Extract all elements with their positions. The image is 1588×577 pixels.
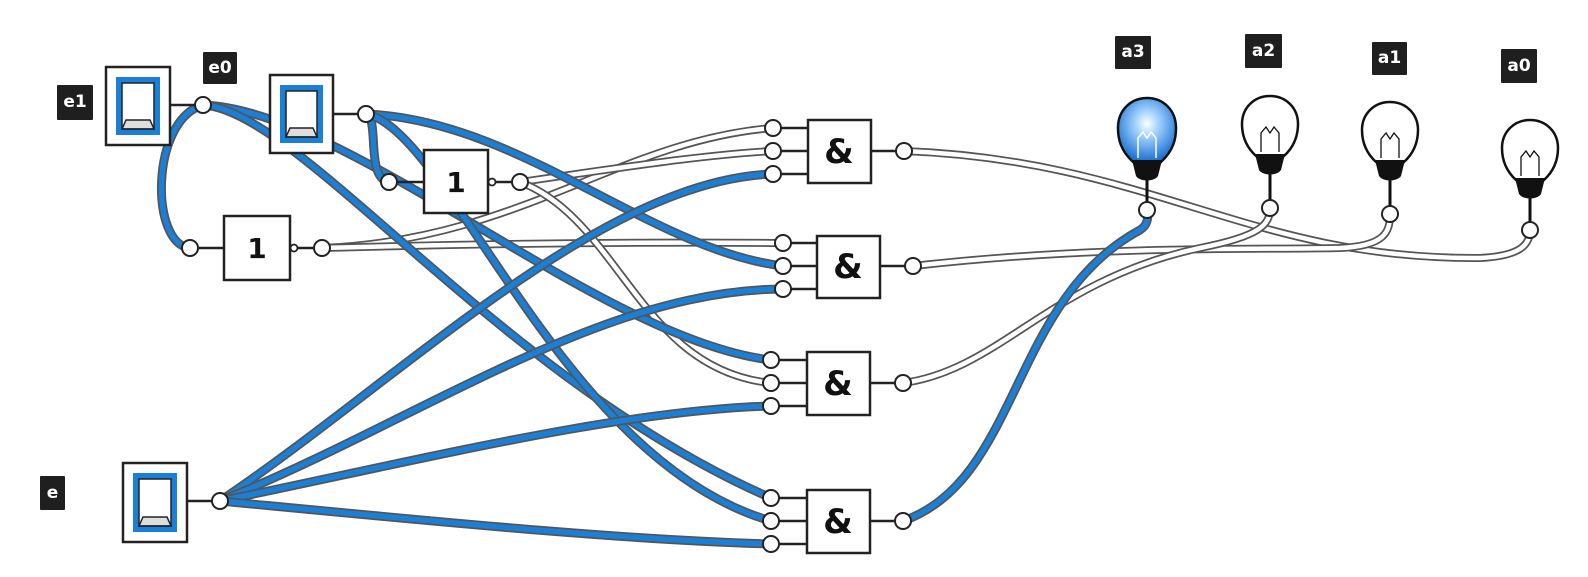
- label-e1: e1: [57, 85, 93, 120]
- not-gate-symbol: 1: [247, 232, 266, 265]
- label-a0: a0: [1501, 49, 1537, 83]
- and-gate-symbol: &: [824, 132, 854, 172]
- and-gate-0: &: [764, 118, 913, 185]
- switch-e1[interactable]: [104, 65, 212, 147]
- switch-e0[interactable]: [268, 73, 375, 155]
- and-gate-3: &: [762, 488, 912, 555]
- and-gate-symbol: &: [833, 247, 863, 287]
- label-e: e: [40, 476, 65, 510]
- label-e0: e0: [203, 52, 237, 84]
- wires: [156, 100, 1534, 549]
- label-a3: a3: [1115, 36, 1151, 69]
- lamp-a3: [1116, 96, 1178, 219]
- and-gate-2: &: [762, 350, 912, 417]
- lamp-a2: [1240, 94, 1300, 217]
- lamp-a1: [1360, 100, 1420, 223]
- label-a1: a1: [1372, 42, 1407, 75]
- and-gate-symbol: &: [823, 364, 853, 404]
- and-gate-1: &: [774, 234, 922, 300]
- not-gate-symbol: 1: [446, 166, 465, 199]
- lamp-a0: [1500, 118, 1560, 239]
- not-gate-0: 1: [181, 214, 331, 282]
- active-wires: [156, 100, 1153, 549]
- and-gate-symbol: &: [823, 502, 853, 542]
- label-a2: a2: [1245, 34, 1282, 68]
- inactive-wires: [318, 124, 1534, 387]
- switch-e[interactable]: [121, 461, 229, 544]
- not-gate-1: 1: [380, 148, 529, 215]
